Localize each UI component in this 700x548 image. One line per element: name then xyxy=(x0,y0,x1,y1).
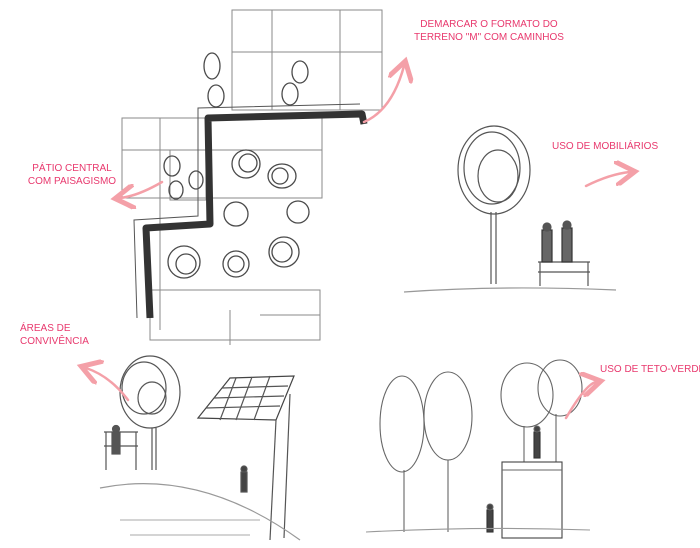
label-patio: PÁTIO CENTRAL COM PAISAGISMO xyxy=(20,162,124,188)
teto-verde-sketch xyxy=(366,360,590,538)
label-patio-line1: PÁTIO CENTRAL xyxy=(20,162,124,175)
label-patio-line2: COM PAISAGISMO xyxy=(20,175,124,188)
label-teto-verde-line1: USO DE TETO-VERDE xyxy=(600,363,700,376)
label-demarcar-line2: TERRENO "M" COM CAMINHOS xyxy=(404,31,574,44)
plan-trees xyxy=(164,53,309,278)
label-convivencia: ÁREAS DE CONVIVÊNCIA xyxy=(20,322,89,348)
m-shape-path xyxy=(146,114,364,318)
arrow-mobiliarios xyxy=(586,172,630,186)
label-mobiliarios-line1: USO DE MOBILIÁRIOS xyxy=(552,140,658,153)
site-plan-sketch xyxy=(122,10,382,345)
arrow-demarcar xyxy=(364,66,404,122)
label-teto-verde: USO DE TETO-VERDE xyxy=(600,363,700,376)
label-convivencia-line1: ÁREAS DE xyxy=(20,322,89,335)
label-convivencia-line2: CONVIVÊNCIA xyxy=(20,335,89,348)
label-demarcar-line1: DEMARCAR O FORMATO DO xyxy=(404,18,574,31)
convivencia-sketch xyxy=(100,356,300,540)
arrow-teto-verde xyxy=(566,382,596,418)
label-demarcar: DEMARCAR O FORMATO DO TERRENO "M" COM CA… xyxy=(404,18,574,44)
label-mobiliarios: USO DE MOBILIÁRIOS xyxy=(552,140,658,153)
arrow-patio xyxy=(120,182,162,198)
